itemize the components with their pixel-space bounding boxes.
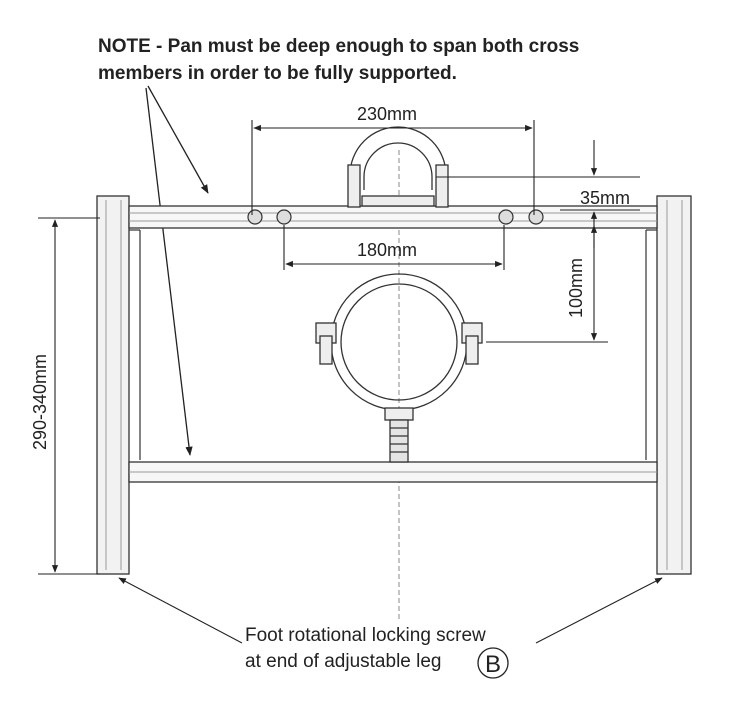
foot-arrow-left [118, 577, 243, 644]
top-crossmember [128, 205, 658, 229]
dim-label-35mm: 35mm [580, 188, 630, 208]
note-line-2: members in order to be fully supported. [98, 63, 457, 84]
caption-line-2: at end of adjustable leg [245, 651, 442, 672]
marker-b-label: B [485, 651, 501, 678]
dimension-290-340mm [38, 217, 100, 575]
dim-label-230mm: 230mm [357, 104, 417, 124]
dim-label-100mm: 100mm [566, 258, 586, 318]
top-u-bolt-clamp [347, 126, 449, 208]
foot-screw-leader-arrows [118, 577, 663, 644]
dimension-100mm [486, 225, 608, 343]
dimension-35mm [436, 140, 640, 248]
caption-line-1: Foot rotational locking screw [245, 625, 486, 646]
note-leader-arrows [145, 85, 209, 456]
dimension-180mm [283, 225, 505, 270]
note-arrow-bottom-crossmember [145, 87, 193, 456]
crossmember-bolt-holes [247, 209, 544, 225]
dim-label-180mm: 180mm [357, 240, 417, 260]
dim-label-290-340mm: 290-340mm [30, 354, 50, 450]
foot-arrow-right [535, 577, 663, 644]
note-arrow-top-crossmember [147, 85, 209, 194]
ring-clamp [315, 273, 483, 463]
note-line-1: NOTE - Pan must be deep enough to span b… [98, 36, 579, 57]
bottom-crossmember [128, 461, 658, 483]
marker-b-circle [477, 647, 509, 679]
dimension-230mm [251, 120, 535, 215]
right-leg [645, 195, 692, 575]
left-leg [96, 195, 141, 575]
